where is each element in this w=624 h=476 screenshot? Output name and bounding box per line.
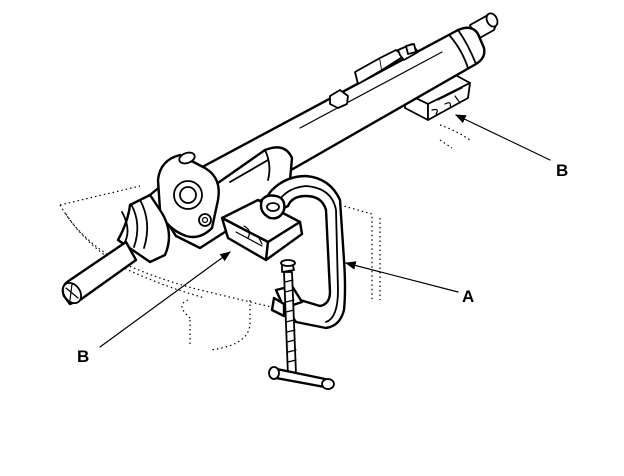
wooden-block-lower xyxy=(220,198,304,262)
steering-rack-assembly xyxy=(61,12,499,306)
leader-line-clamp xyxy=(344,261,459,293)
callout-label-clamp: A xyxy=(462,287,474,306)
callout-label-block-upper: B xyxy=(556,161,568,180)
leader-line-block-upper xyxy=(455,114,551,161)
callout-leaders xyxy=(99,114,551,348)
callout-label-block-lower: B xyxy=(77,347,89,366)
leader-line-block-lower xyxy=(99,251,231,348)
c-clamp xyxy=(259,174,347,390)
workbench xyxy=(59,124,471,351)
